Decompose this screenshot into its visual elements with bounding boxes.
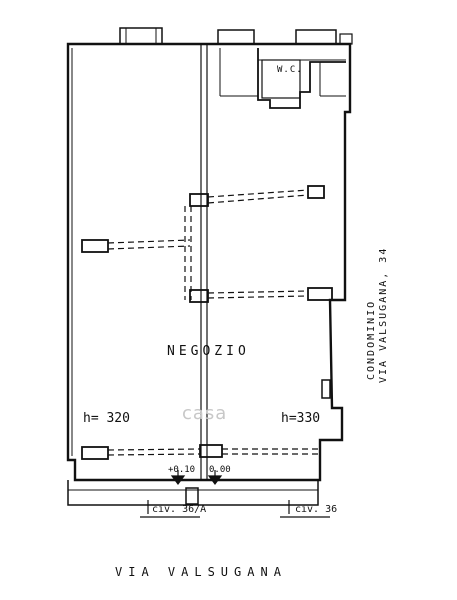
room-label: NEGOZIO	[167, 344, 250, 359]
ceiling-height-left: h= 320	[83, 411, 130, 426]
condominium-label: CONDOMINIO	[366, 299, 377, 380]
civic-number-right: civ. 36	[295, 504, 338, 515]
pillar	[199, 444, 223, 458]
pillar	[81, 446, 109, 460]
condominium-address: VIA VALSUGANA, 34	[378, 246, 389, 383]
pillar	[307, 287, 333, 301]
ceiling-height-right: h=330	[281, 411, 321, 426]
street-name: VIA VALSUGANA	[115, 565, 287, 579]
level-left: +0.10	[168, 465, 196, 475]
pillar	[307, 185, 325, 199]
roof-vent-center	[217, 29, 255, 45]
pillar	[81, 239, 109, 253]
wc-room	[257, 48, 346, 109]
outer-wall	[66, 42, 352, 482]
roof-vent-right	[295, 29, 337, 45]
watermark: casa	[182, 403, 228, 424]
civic-number-left: civ. 36/A	[152, 504, 207, 515]
pillar	[189, 193, 209, 207]
level-right: 0.00	[209, 465, 231, 475]
pillar	[189, 289, 209, 303]
wc-label: W.C.	[277, 65, 303, 75]
